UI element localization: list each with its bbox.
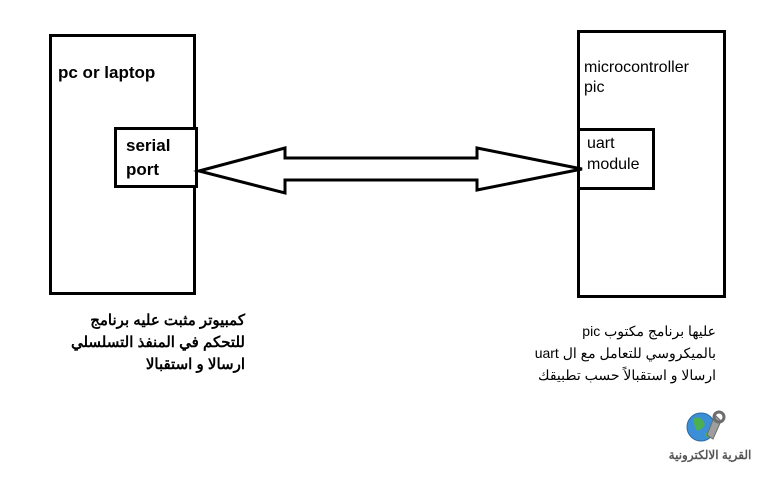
logo-text: القرية الالكترونية [668, 448, 752, 462]
microcontroller-description: عليها برنامج مكتوب pic بالميكروسي للتعام… [508, 320, 716, 386]
microcontroller-label: microcontroller pic [584, 58, 724, 98]
microcontroller-description-line2: بالميكروسي للتعامل مع ال uart [534, 345, 716, 361]
pc-description-line2: للتحكم في المنفذ التسلسلي [70, 334, 245, 351]
uart-module-label-line1: uart [587, 135, 615, 152]
microcontroller-label-line1: microcontroller [584, 59, 689, 76]
serial-port-label: serial port [126, 134, 196, 182]
serial-port-box [114, 127, 198, 188]
serial-port-label-line1: serial [126, 136, 171, 155]
uart-module-label: uart module [587, 133, 653, 175]
globe-wrench-icon [686, 410, 726, 442]
microcontroller-description-line1: عليها برنامج مكتوب pic [582, 323, 716, 339]
pc-description-line3: ارسالا و استقبالا [145, 356, 245, 373]
uart-module-box [577, 128, 655, 190]
serial-port-label-line2: port [126, 160, 160, 179]
microcontroller-label-line2: pic [584, 79, 605, 96]
uart-module-label-line2: module [587, 156, 640, 173]
pc-description-line1: كمبيوتر مثبت عليه برنامج [90, 312, 245, 329]
pc-box-label: pc or laptop [58, 63, 156, 82]
pc-description: كمبيوتر مثبت عليه برنامج للتحكم في المنف… [40, 310, 245, 376]
bidirectional-arrow-shape [193, 146, 583, 195]
microcontroller-description-line3: ارسالا و استقبالاً حسب تطبيقك [538, 367, 716, 383]
